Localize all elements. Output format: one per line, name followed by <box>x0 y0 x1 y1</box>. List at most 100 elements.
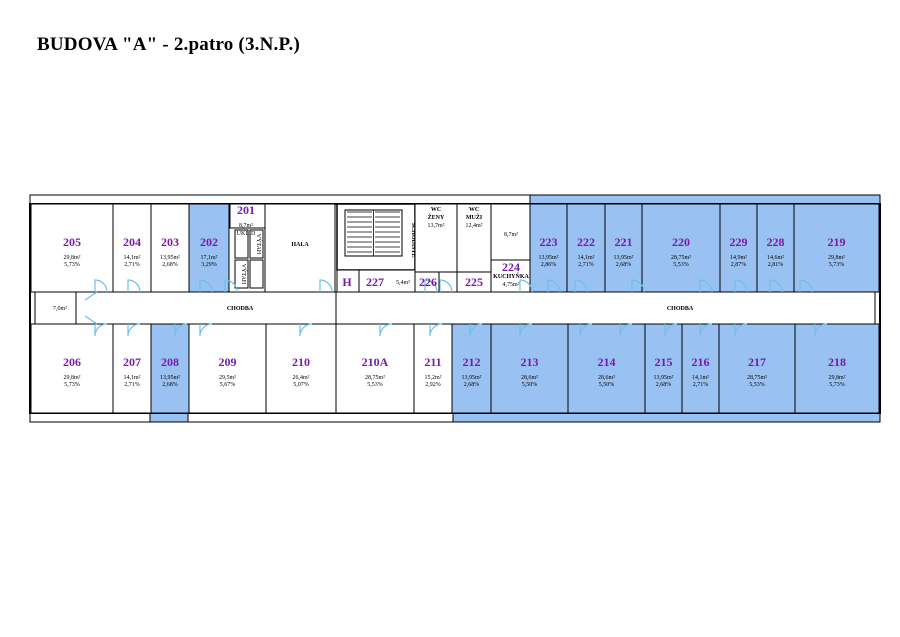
corridor-label-right: CHODBA <box>667 306 694 312</box>
room-202 <box>188 203 230 293</box>
room-number: 204 <box>123 235 141 249</box>
window-band-south-highlight <box>452 412 881 423</box>
room-area: 13,95m² <box>539 255 559 261</box>
door-swing <box>574 279 588 293</box>
room-area: 29,8m² <box>828 255 845 261</box>
door-swing <box>94 279 108 293</box>
north-rooms <box>30 203 880 293</box>
room-percent: 2,81% <box>768 262 784 268</box>
window-band-north-highlight <box>529 194 881 205</box>
door-swing <box>174 323 188 337</box>
room-number: 210 <box>292 355 310 369</box>
room-labels: 20529,8m²5,73%20414,1m²2,71%20313,95m²2,… <box>63 203 846 388</box>
door-swing <box>127 323 141 337</box>
room-area: 17,1m² <box>201 255 218 261</box>
door-swing <box>94 323 108 337</box>
door-swing <box>769 279 783 293</box>
service-core: VÝTAH VÝTAH HALA SCHODIŠTĚ H 5,4m² WC ŽE… <box>229 203 531 293</box>
lift-2 <box>249 229 264 259</box>
room-area: 13,95m² <box>160 375 180 381</box>
room-216 <box>681 323 720 414</box>
corridor-end-door <box>84 291 98 325</box>
room-percent: 5,53% <box>749 382 765 388</box>
room-203 <box>150 203 190 293</box>
door-swing <box>699 323 713 337</box>
room-210A <box>335 323 415 414</box>
room-area: 14,9m² <box>730 255 747 261</box>
room-number: 208 <box>161 355 179 369</box>
room-number: 209 <box>219 355 237 369</box>
corridor-label-left: CHODBA <box>227 306 254 312</box>
page-title: BUDOVA "A" - 2.patro (3.N.P.) <box>37 34 301 55</box>
room-218 <box>794 323 880 414</box>
room-area: 29,8m² <box>64 375 81 381</box>
room-number: 228 <box>767 235 785 249</box>
room-208 <box>150 323 190 414</box>
kuchynka-label: KUCHYŇKA <box>493 272 529 280</box>
lift-3 <box>234 259 249 289</box>
room-209 <box>188 323 267 414</box>
door-markers <box>84 279 828 337</box>
room-210 <box>265 323 337 414</box>
room-number: 219 <box>828 235 846 249</box>
room-215 <box>644 323 683 414</box>
room-area: 13,95m² <box>614 255 634 261</box>
room-number: 205 <box>63 235 81 249</box>
room-area: 14,1m² <box>124 375 141 381</box>
room-number: 207 <box>123 355 141 369</box>
room-percent: 2,68% <box>162 382 178 388</box>
room-number: 222 <box>577 235 595 249</box>
lift-label-1: VÝTAH <box>255 234 263 255</box>
room-area: 29,8m² <box>829 375 846 381</box>
room-percent: 2,71% <box>693 382 709 388</box>
room-area: 28,75m² <box>365 375 385 381</box>
room-percent: 5,73% <box>829 382 845 388</box>
room-area: 28,6m² <box>598 375 615 381</box>
room-204 <box>112 203 152 293</box>
wc-muzi-label-b: MUŽI <box>466 213 483 221</box>
south-rooms <box>30 323 880 414</box>
room-area: 28,6m² <box>521 375 538 381</box>
room-222 <box>566 203 606 293</box>
room-area: 26,4m² <box>293 375 310 381</box>
door-swing <box>127 279 141 293</box>
door-swing <box>319 279 333 293</box>
door-swing <box>799 279 813 293</box>
door-swing <box>424 279 438 293</box>
room-206 <box>30 323 114 414</box>
uklid-label: ÚKLID <box>237 229 256 237</box>
room-number: 206 <box>63 355 81 369</box>
wc-zeny-area: 13,7m² <box>428 223 445 229</box>
door-swing <box>224 279 238 293</box>
room-area: 28,75m² <box>747 375 767 381</box>
door-swing <box>734 279 748 293</box>
room-223 <box>529 203 568 293</box>
room-number: 217 <box>748 355 766 369</box>
room-213 <box>490 323 569 414</box>
room-number: 227 <box>366 275 384 289</box>
room-percent: 2,68% <box>656 382 672 388</box>
kuchynka-area: 4,75m² <box>503 282 520 288</box>
corridor: CHODBA CHODBA 7,0m² <box>34 291 876 325</box>
lift-1 <box>234 229 249 259</box>
room-area: 14,1m² <box>692 375 709 381</box>
room-percent: 5,73% <box>64 262 80 268</box>
door-swing <box>439 279 453 293</box>
room-percent: 5,53% <box>673 262 689 268</box>
room-percent: 2,71% <box>124 262 140 268</box>
room-205 <box>30 203 114 293</box>
room-228 <box>756 203 795 293</box>
room-percent: 2,86% <box>541 262 557 268</box>
room-217 <box>718 323 796 414</box>
room-220 <box>641 203 721 293</box>
door-swing <box>547 279 561 293</box>
room-area: 14,6m² <box>767 255 784 261</box>
door-swing <box>519 323 533 337</box>
room-area: 29,5m² <box>219 375 236 381</box>
door-swing <box>469 323 483 337</box>
door-swing <box>631 279 645 293</box>
room-201-area: 8,7m² <box>239 223 253 229</box>
room-number: 221 <box>615 235 633 249</box>
room-percent: 2,92% <box>425 382 441 388</box>
